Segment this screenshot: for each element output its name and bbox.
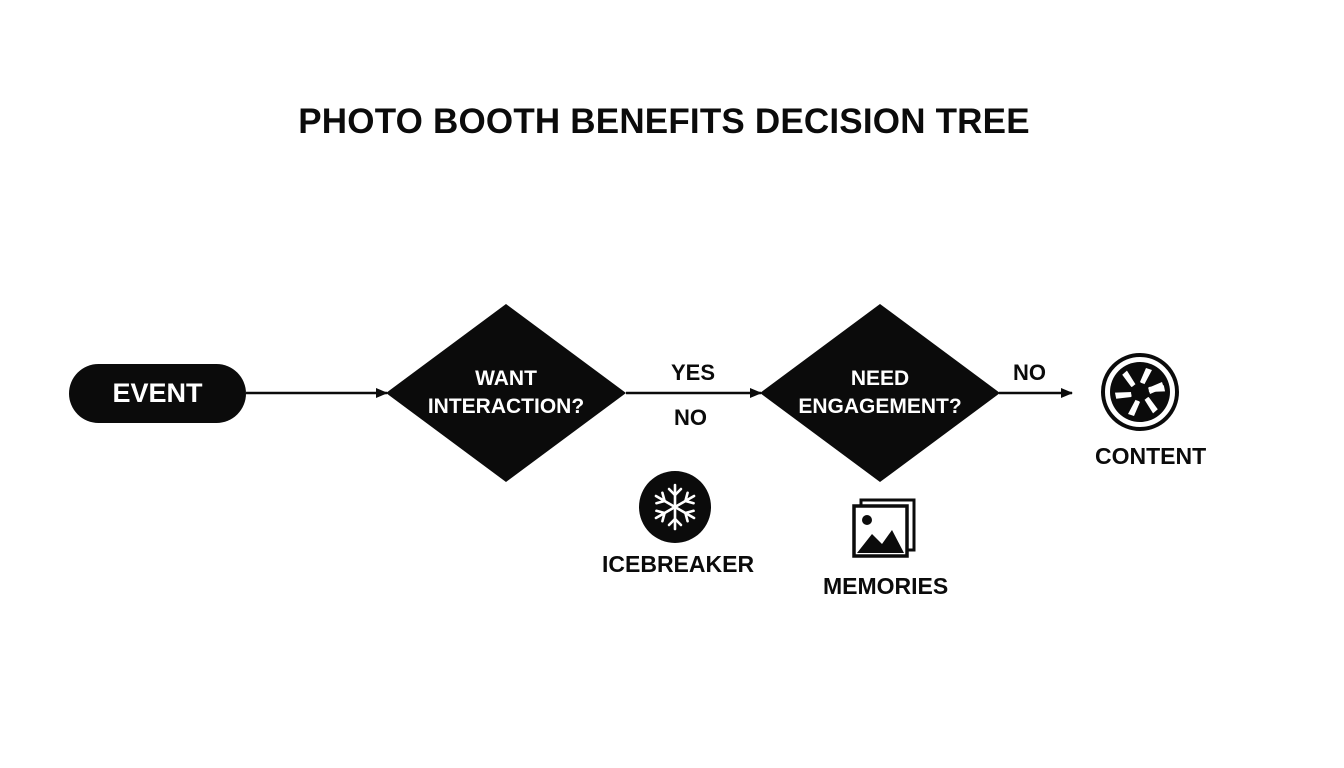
decision-2-line-1: NEED xyxy=(850,367,910,390)
diamond-shape xyxy=(760,304,1000,482)
diamond-shape xyxy=(386,304,626,482)
decision-need-engagement: NEED ENGAGEMENT? xyxy=(760,304,1000,482)
outcome-label-icebreaker: ICEBREAKER xyxy=(602,551,755,577)
start-node-label: EVENT xyxy=(112,378,203,408)
decision-1-line-2: INTERACTION? xyxy=(427,395,585,418)
start-node-event: EVENT xyxy=(69,364,246,423)
decision-1-line-1: WANT xyxy=(475,367,537,390)
camera-aperture-icon xyxy=(1100,352,1180,432)
decision-want-interaction: WANT INTERACTION? xyxy=(386,304,626,482)
edge-label-yes: YES xyxy=(671,360,716,385)
edge-label-no-1: NO xyxy=(674,405,707,430)
snowflake-icon xyxy=(639,471,711,543)
decision-2-line-2: ENGAGEMENT? xyxy=(798,395,962,418)
diagram-title: PHOTO BOOTH BENEFITS DECISION TREE xyxy=(298,102,1030,141)
edge-label-no-2: NO xyxy=(1013,360,1046,385)
outcome-label-memories: MEMORIES xyxy=(823,573,949,599)
outcome-label-content: CONTENT xyxy=(1095,443,1207,469)
photo-gallery-icon xyxy=(852,498,916,558)
